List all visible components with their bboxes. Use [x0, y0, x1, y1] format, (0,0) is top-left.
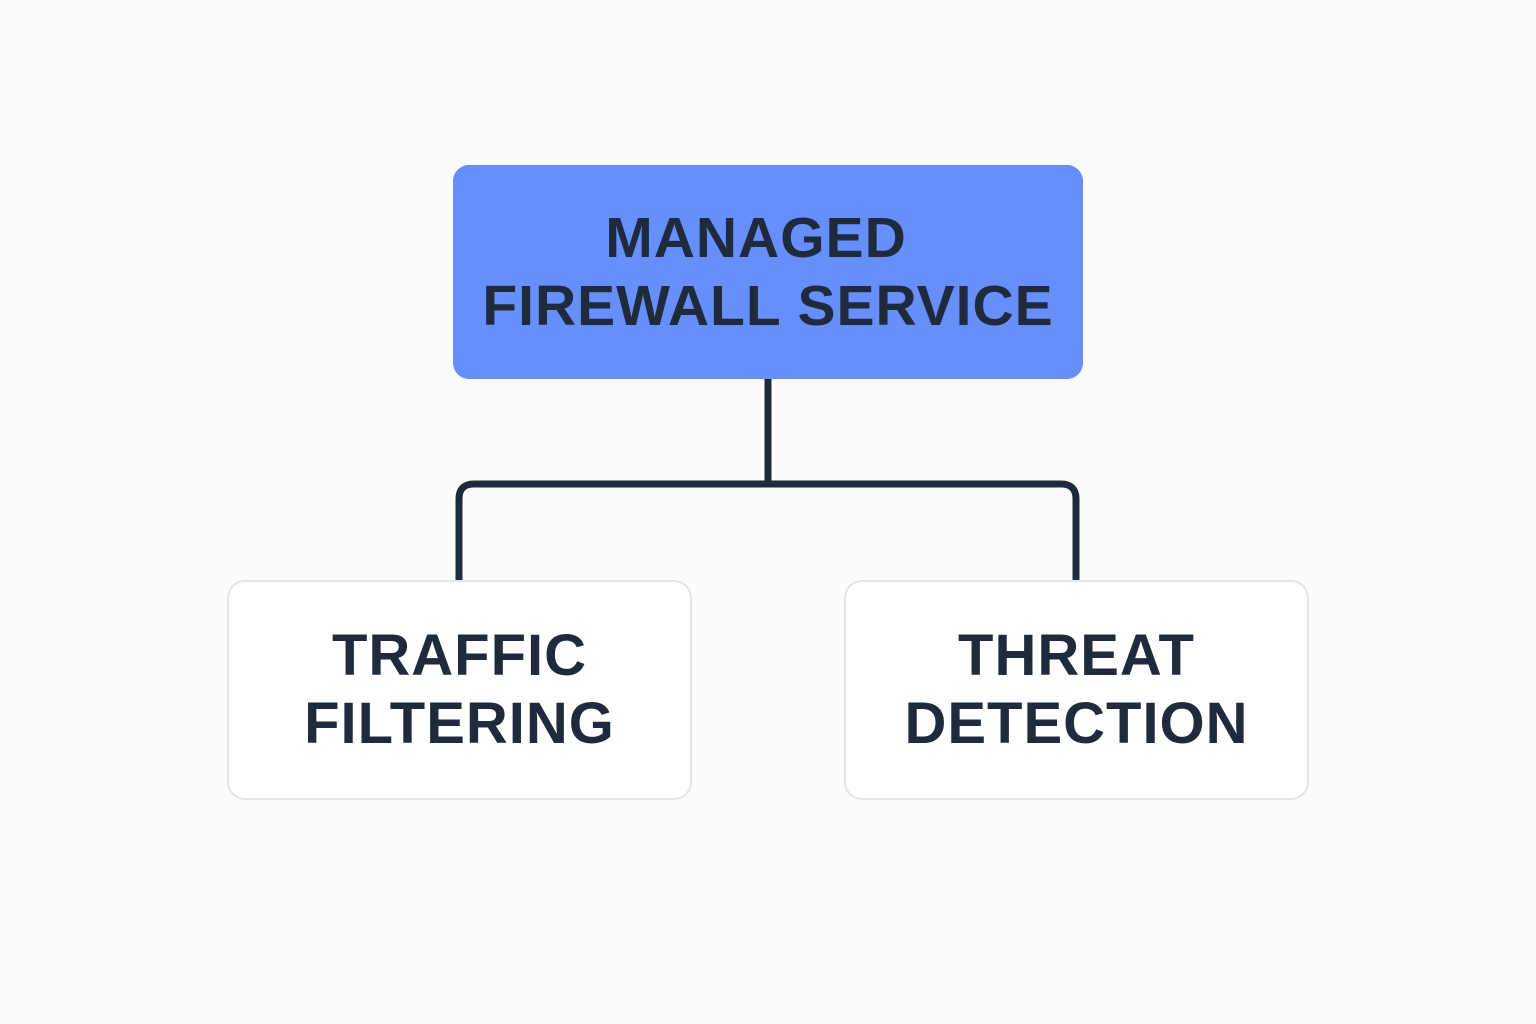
node-root-label-line-2: FIREWALL SERVICE — [482, 274, 1054, 338]
connector-branch-left — [455, 480, 768, 580]
node-left-label-line-1: TRAFFIC — [331, 623, 588, 688]
node-managed-firewall-service: MANAGED FIREWALL SERVICE — [453, 165, 1083, 379]
node-threat-detection: THREAT DETECTION — [844, 580, 1309, 800]
node-traffic-filtering: TRAFFIC FILTERING — [227, 580, 692, 800]
node-left-label-line-2: FILTERING — [304, 691, 615, 756]
node-right-label-line-1: THREAT — [958, 623, 1195, 688]
connector-branch-right — [768, 480, 1080, 580]
node-right-label-line-2: DETECTION — [904, 691, 1249, 756]
node-root-label-line-1: MANAGED — [605, 206, 907, 270]
